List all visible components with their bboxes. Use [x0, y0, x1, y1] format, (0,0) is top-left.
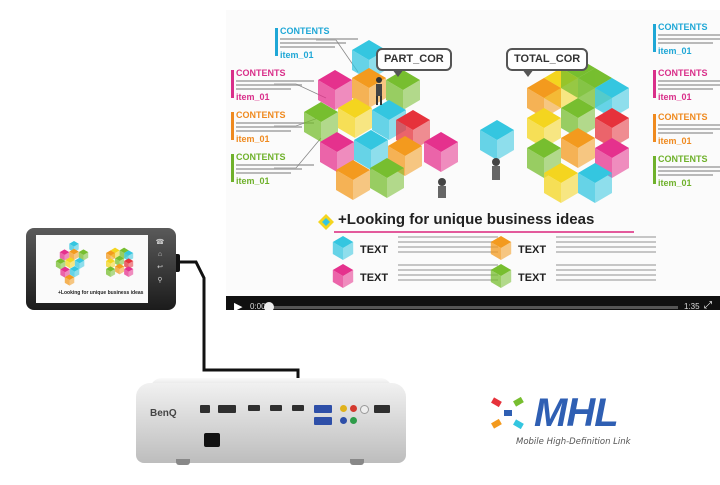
text-block-label: TEXT — [360, 272, 389, 284]
person-figure — [376, 77, 382, 105]
item-title: CONTENTS — [658, 112, 708, 122]
text-block: TEXT — [332, 262, 498, 302]
item-title: CONTENTS — [658, 68, 708, 78]
seek-handle[interactable] — [264, 302, 274, 310]
vga-port-2 — [314, 405, 332, 413]
text-block-label: TEXT — [360, 244, 389, 256]
right-content-item: CONTENTS item_01 — [653, 154, 720, 188]
projector-foot — [176, 459, 190, 465]
fullscreen-icon[interactable]: ⤢ — [704, 300, 712, 310]
serial-port — [374, 405, 390, 413]
item-sub: item_01 — [236, 134, 270, 144]
home-icon[interactable]: ⌂ — [157, 251, 163, 258]
mhl-logo: MHL Mobile High-Definition Link — [488, 391, 698, 455]
text-block: TEXT — [332, 234, 498, 274]
rca-jack — [350, 417, 357, 424]
call-icon[interactable]: ☎ — [155, 239, 165, 246]
mhl-wordmark: MHL — [534, 391, 619, 435]
item-sub: item_01 — [236, 176, 270, 186]
item-title: CONTENTS — [658, 154, 708, 164]
seek-bar[interactable] — [268, 306, 678, 309]
phone-total-cube — [106, 247, 134, 277]
headline-rule — [334, 231, 634, 233]
item-sub: item_01 — [658, 136, 692, 146]
back-icon[interactable]: ↩ — [157, 264, 163, 271]
hdmi-mhl-port — [292, 405, 304, 411]
right-content-item: CONTENTS item_01 — [653, 112, 720, 146]
projector-brand: BenQ — [150, 408, 177, 419]
item-sub: item_01 — [658, 178, 692, 188]
vga-port — [218, 405, 236, 413]
left-content-item: CONTENTS item_01 — [231, 152, 314, 186]
mhl-tagline: Mobile High-Definition Link — [516, 437, 631, 447]
hdmi-port-1 — [270, 405, 282, 411]
video-player-controls: ▶ 0:00 1:35 ⤢ — [226, 296, 720, 310]
item-title: CONTENTS — [236, 68, 286, 78]
usb-port — [248, 405, 260, 411]
rca-jack — [340, 405, 347, 412]
power-socket — [204, 433, 220, 447]
item-title: CONTENTS — [658, 22, 708, 32]
total-cor-callout: TOTAL_COR — [506, 48, 589, 77]
item-sub: item_01 — [658, 46, 692, 56]
play-icon[interactable]: ▶ — [234, 301, 243, 310]
carried-cubes — [424, 120, 514, 198]
text-block-body — [398, 236, 498, 256]
item-title: CONTENTS — [236, 152, 286, 162]
text-block-body — [398, 264, 498, 284]
search-icon[interactable]: ⚲ — [157, 277, 163, 284]
phone-headline: +Looking for unique business ideas — [58, 290, 144, 296]
text-block: TEXT — [490, 234, 656, 274]
headline-icon — [318, 214, 334, 230]
item-sub: item_01 — [280, 50, 314, 60]
rca-jack — [360, 405, 369, 414]
left-content-item: CONTENTS item_01 — [231, 68, 314, 102]
item-sub: item_01 — [658, 92, 692, 102]
item-sub: item_01 — [236, 92, 270, 102]
rca-jack — [340, 417, 347, 424]
phone-cube-stack — [55, 241, 89, 286]
projector: BenQ — [136, 383, 406, 465]
mhl-star-icon — [491, 397, 524, 430]
current-time: 0:00 — [250, 302, 266, 310]
phone-screen: +Looking for unique business ideas — [36, 235, 148, 303]
part-cor-callout: PART_COR — [376, 48, 452, 77]
projected-screen: CONTENTS item_01 CONTENTS item_01 CONTEN… — [226, 10, 720, 310]
rca-jack — [350, 405, 357, 412]
lan-port — [200, 405, 210, 413]
right-content-item: CONTENTS item_01 — [653, 68, 720, 102]
smartphone: +Looking for unique business ideas ☎ ⌂ ↩… — [26, 228, 176, 310]
right-content-item: CONTENTS item_01 — [653, 22, 720, 56]
text-block-label: TEXT — [518, 272, 547, 284]
left-content-item: CONTENTS item_01 — [231, 110, 314, 144]
slide-headline: +Looking for unique business ideas — [338, 211, 595, 228]
text-block: TEXT — [490, 262, 656, 302]
text-block-body — [556, 236, 656, 256]
text-block-body — [556, 264, 656, 284]
total-time: 1:35 — [684, 302, 700, 310]
vga-port-3 — [314, 417, 332, 425]
item-title: CONTENTS — [236, 110, 286, 120]
left-content-item: CONTENTS item_01 — [275, 26, 358, 60]
text-block-label: TEXT — [518, 244, 547, 256]
phone-buttons: ☎ ⌂ ↩ ⚲ — [152, 238, 168, 289]
projector-foot — [350, 459, 364, 465]
item-title: CONTENTS — [280, 26, 330, 36]
